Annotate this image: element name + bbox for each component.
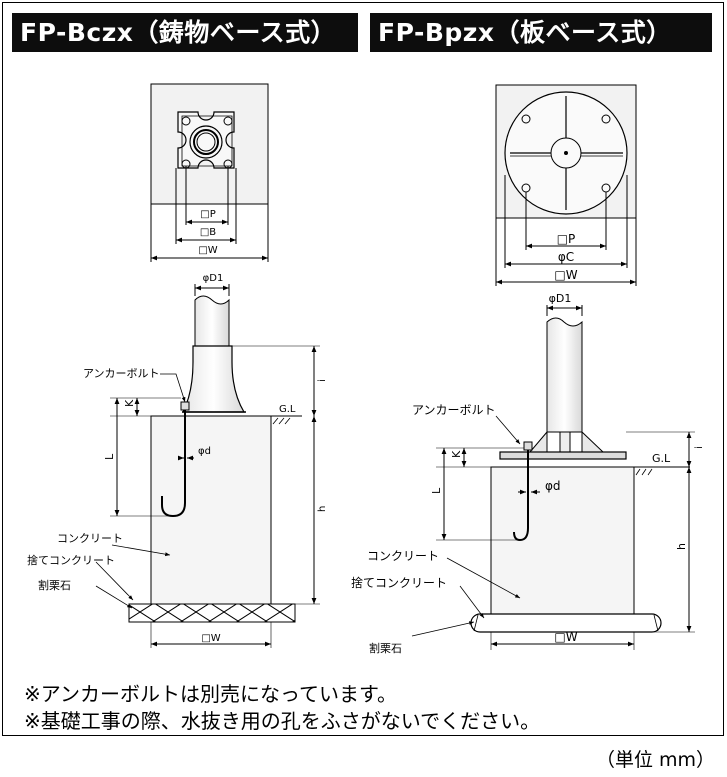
left-dim-k: K — [123, 399, 136, 407]
right-concrete-block — [490, 466, 635, 622]
right-dim-h: h — [675, 543, 688, 550]
left-dim-gl: G.L — [279, 404, 296, 415]
left-pole — [194, 295, 230, 347]
right-label-lean-concrete: 捨てコンクリート — [351, 575, 447, 590]
left-label-concrete: コンクリート — [57, 532, 123, 545]
right-dim-gl: G.L — [652, 452, 671, 465]
right-dim-i: i — [694, 446, 705, 449]
right-label-gravel: 割栗石 — [369, 641, 402, 655]
left-dim-d: φd — [198, 446, 211, 457]
right-base-plate-side — [499, 451, 627, 460]
right-dim-c: φC — [558, 250, 574, 264]
left-bolt-hole — [223, 116, 233, 126]
right-bolt-hole — [521, 114, 531, 124]
left-label-anchor-bolt: アンカーボルト — [83, 367, 160, 380]
left-label-gravel: 割栗石 — [38, 578, 71, 592]
right-dim-d: φd — [545, 479, 561, 493]
left-label-lean-concrete: 捨てコンクリート — [27, 553, 115, 567]
title-left: FP-Bczx（鋳物ベース式） — [12, 13, 358, 52]
right-anchor-bolt — [513, 444, 529, 542]
left-cast-base — [182, 345, 246, 413]
right-dim-d1: φD1 — [549, 292, 572, 305]
left-elevation — [95, 284, 320, 648]
right-bolt-hole — [601, 114, 611, 124]
left-gravel-layer — [128, 603, 296, 623]
note-anchor-bolt-sold-separately: ※アンカーボルトは別売になっています。 — [24, 682, 397, 706]
right-dim-l: L — [430, 487, 443, 494]
left-plan-view — [150, 83, 269, 262]
left-dim-b: □B — [200, 227, 216, 238]
left-bolt-hole — [181, 116, 191, 126]
left-anchor-bolt — [161, 404, 186, 518]
left-dim-h: h — [317, 506, 328, 512]
unit-label: （単位 mm） — [595, 749, 715, 771]
right-dim-w-bottom: □W — [554, 630, 577, 644]
right-plan-view — [495, 84, 637, 286]
left-dim-p: □P — [200, 209, 215, 220]
left-concrete-block — [150, 415, 272, 605]
left-dim-w-bottom: □W — [201, 633, 220, 644]
right-label-anchor-bolt: アンカーボルト — [412, 403, 496, 417]
title-right: FP-Bpzx（板ベース式） — [370, 13, 712, 52]
diagram-frame — [2, 2, 724, 736]
right-pole — [546, 317, 583, 433]
left-base-plate — [177, 111, 235, 169]
right-dim-p: □P — [557, 232, 576, 246]
left-dim-w-top: □W — [198, 245, 217, 256]
right-label-concrete: コンクリート — [367, 549, 439, 563]
left-dim-d1: φD1 — [203, 273, 224, 284]
right-elevation — [411, 305, 695, 650]
left-dim-l: L — [103, 453, 116, 460]
left-dim-i: i — [317, 379, 328, 382]
right-dim-k: K — [450, 450, 463, 458]
right-dim-w-top: □W — [554, 268, 577, 282]
note-do-not-block-drain-hole: ※基礎工事の際、水抜き用の孔をふさがないでください。 — [24, 709, 541, 733]
